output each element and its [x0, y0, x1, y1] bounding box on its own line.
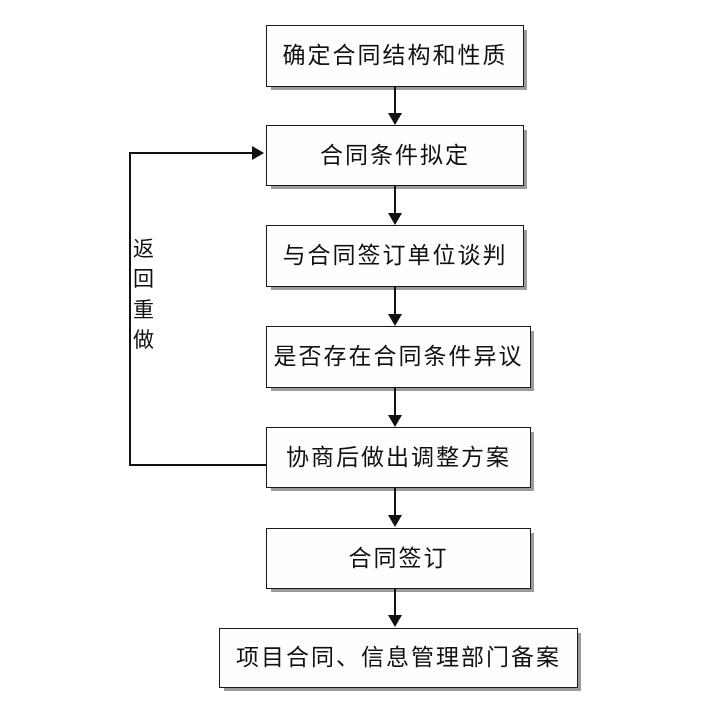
feedback-loop-label-char-1: 返 [133, 237, 154, 261]
flow-node-adjust-plan-after-negotiation[interactable]: 协商后做出调整方案 [266, 427, 531, 488]
flow-node-negotiate-with-signing-unit[interactable]: 与合同签订单位谈判 [266, 225, 524, 287]
feedback-loop-label-char-3: 重 [133, 297, 154, 322]
connector-line-node6-node7 [394, 589, 396, 616]
feedback-loop-top-segment [129, 152, 253, 154]
connector-line-node5-node6 [394, 488, 396, 516]
flow-node-determine-contract-structure[interactable]: 确定合同结构和性质 [266, 25, 524, 87]
flow-node-contract-signing[interactable]: 合同签订 [266, 528, 531, 589]
connector-arrowhead-node4-node5 [388, 415, 402, 427]
flow-node-check-terms-objection[interactable]: 是否存在合同条件异议 [266, 326, 531, 388]
connector-arrowhead-node1-node2 [388, 113, 402, 125]
connector-line-node4-node5 [394, 388, 396, 416]
connector-arrowhead-node3-node4 [388, 314, 402, 326]
feedback-loop-label-char-2: 回 [133, 267, 154, 292]
connector-line-node1-node2 [394, 87, 396, 114]
feedback-loop-label-char-4: 做 [133, 328, 154, 353]
flow-node-draft-contract-terms[interactable]: 合同条件拟定 [266, 125, 524, 186]
flow-node-file-with-management-department[interactable]: 项目合同、信息管理部门备案 [219, 628, 578, 688]
connector-arrowhead-node2-node3 [388, 213, 402, 225]
connector-arrowhead-node6-node7 [388, 615, 402, 627]
feedback-loop-vertical-segment [129, 152, 131, 466]
feedback-loop-arrowhead [252, 146, 264, 160]
connector-line-node2-node3 [394, 186, 396, 214]
feedback-loop-label: 返 回 重 做 [133, 234, 154, 356]
connector-arrowhead-node5-node6 [388, 515, 402, 527]
connector-line-node3-node4 [394, 287, 396, 315]
feedback-loop-bottom-segment [129, 464, 267, 466]
